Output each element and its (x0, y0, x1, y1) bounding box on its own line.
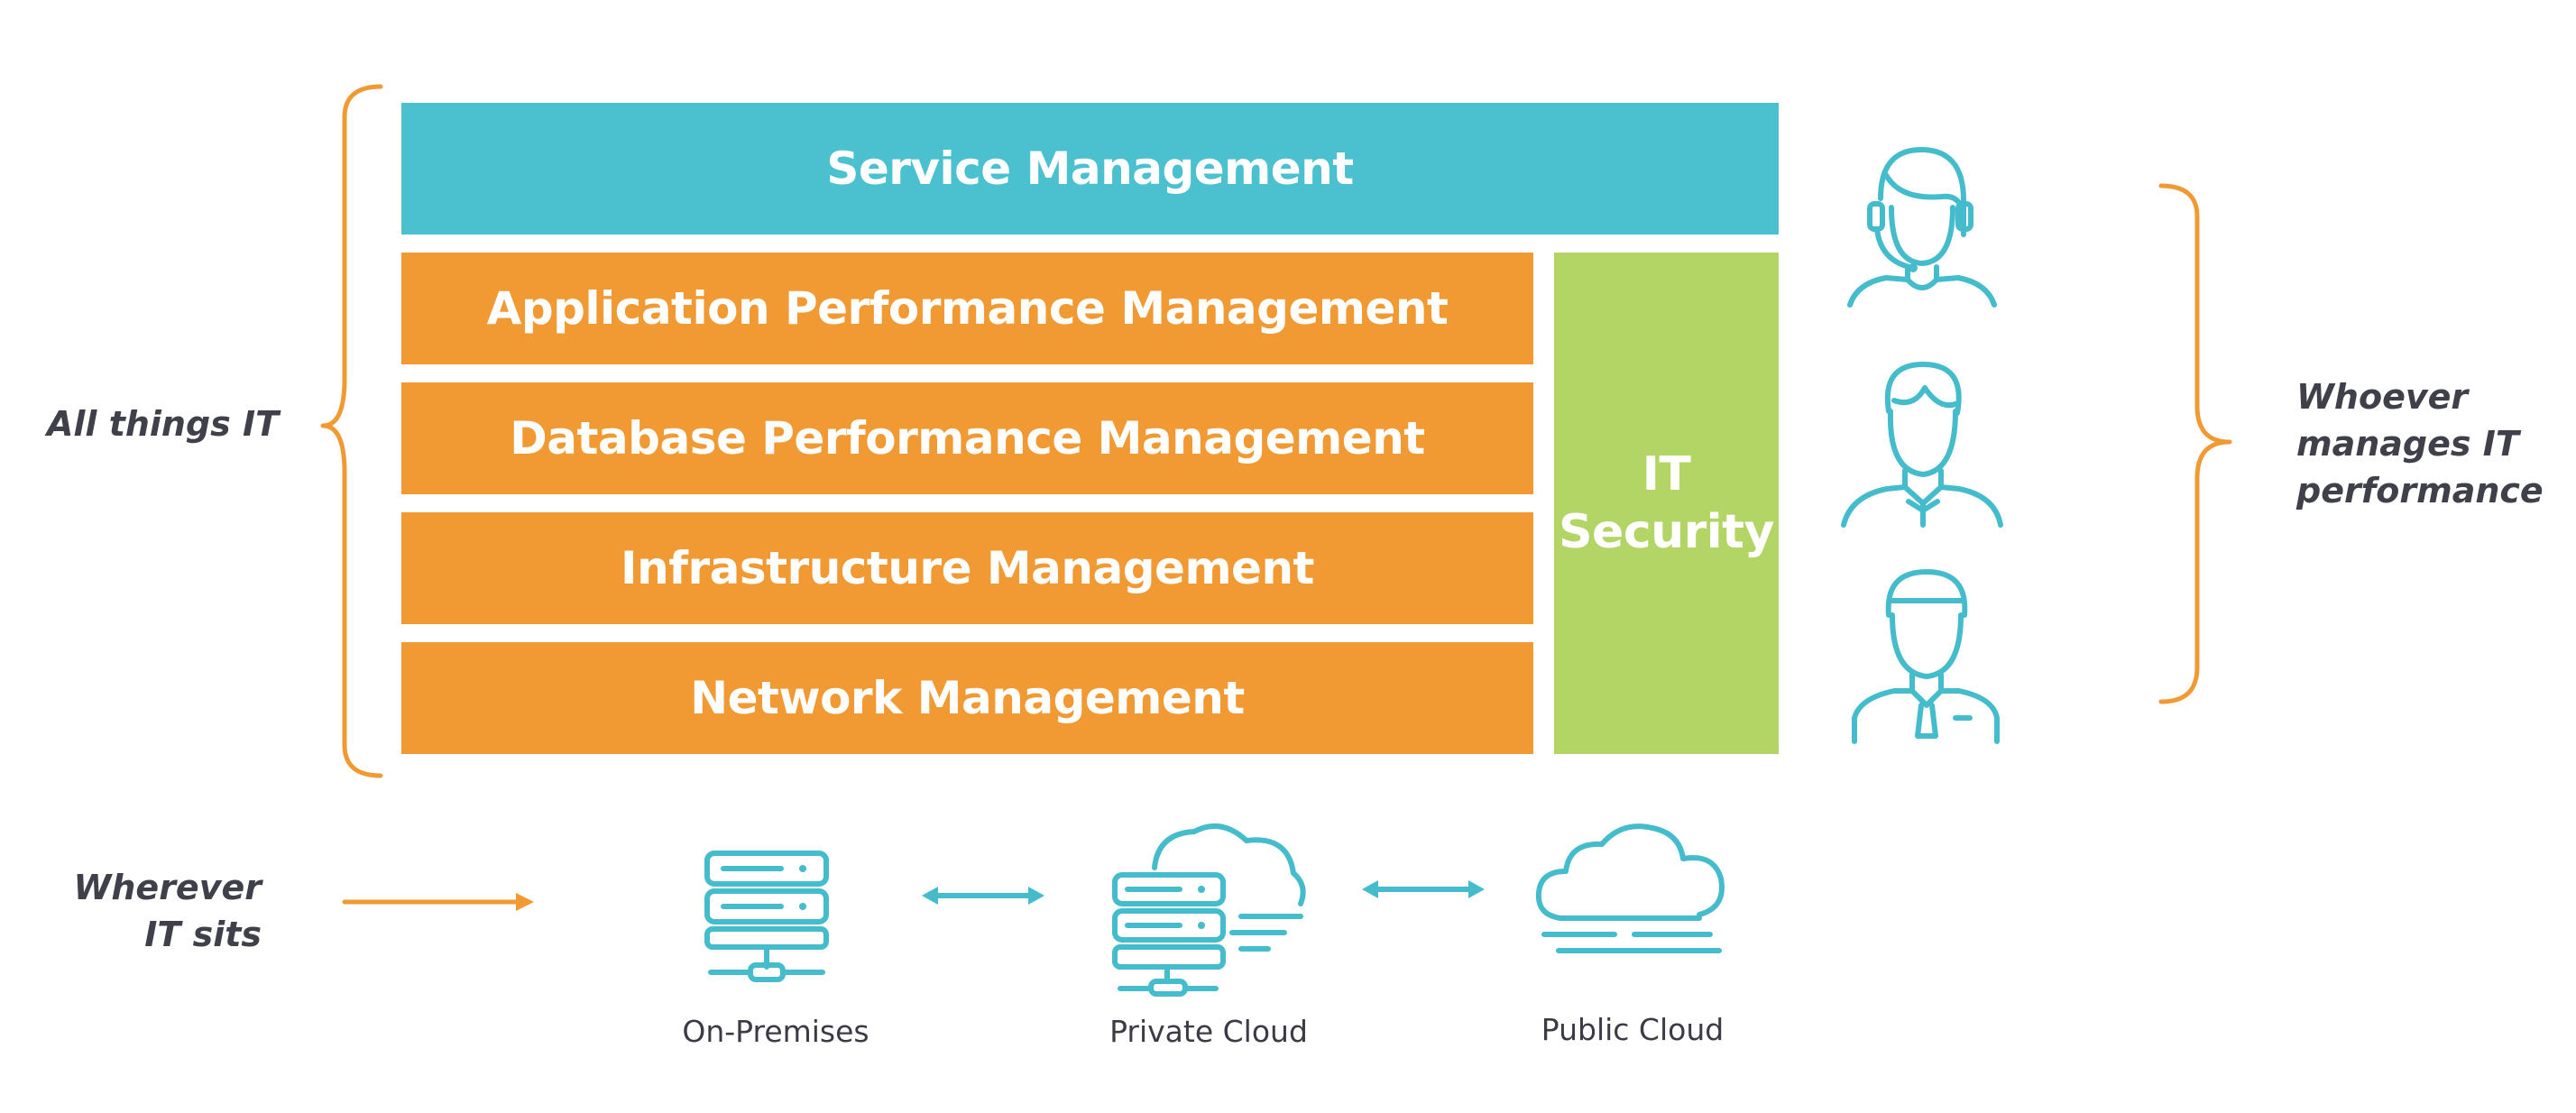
person-icon (1841, 362, 2003, 528)
apm-text: Application Performance Management (486, 282, 1449, 335)
public-cloud-caption: Public Cloud (1541, 1012, 1725, 1047)
right-brace (2158, 183, 2232, 704)
all-things-it-label: All things IT (47, 404, 280, 444)
server-icon (704, 851, 829, 982)
wherever-arrow (342, 893, 534, 911)
wherever-line1: Wherever (73, 868, 262, 907)
service-management-text: Service Management (826, 143, 1354, 195)
headset-agent-icon (1847, 147, 1997, 308)
wherever-it-sits-label: Wherever IT sits (54, 864, 262, 958)
network-text: Network Management (690, 672, 1245, 724)
private-cloud-caption: Private Cloud (1109, 1014, 1308, 1049)
infrastructure-layer: Infrastructure Management (401, 512, 1533, 624)
it-security-layer: IT Security (1554, 253, 1779, 754)
network-layer: Network Management (401, 642, 1533, 754)
public-cloud-icon (1535, 823, 1725, 953)
on-premises-caption: On-Premises (682, 1014, 869, 1049)
whoever-line1: Whoever (2296, 377, 2469, 417)
apm-layer: Application Performance Management (401, 253, 1533, 364)
businessman-icon (1852, 569, 2000, 744)
double-arrow-right (1362, 880, 1485, 898)
left-brace (320, 84, 383, 778)
whoever-manages-label: Whoever manages IT performance (2296, 373, 2544, 514)
service-management-layer: Service Management (401, 103, 1779, 235)
it-security-line1: IT (1642, 447, 1691, 501)
private-cloud-icon (1112, 823, 1306, 997)
infrastructure-text: Infrastructure Management (621, 542, 1314, 594)
wherever-line2: IT sits (144, 915, 262, 954)
double-arrow-left (922, 887, 1044, 905)
whoever-line2: manages IT (2296, 424, 2519, 464)
dbpm-text: Database Performance Management (510, 412, 1425, 465)
it-security-line2: Security (1559, 505, 1774, 559)
dbpm-layer: Database Performance Management (401, 382, 1533, 494)
whoever-line3: performance (2296, 471, 2544, 511)
